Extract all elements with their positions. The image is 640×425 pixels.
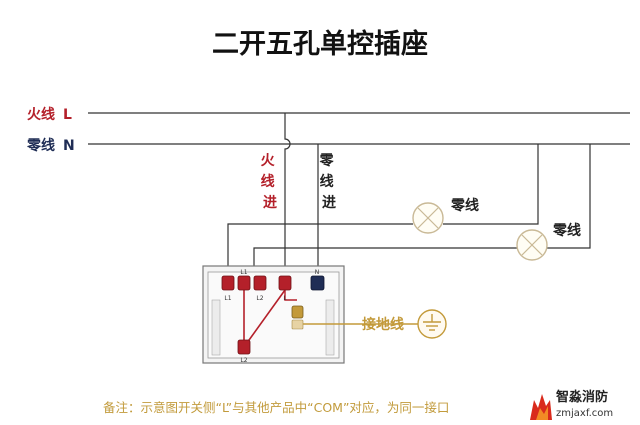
watermark: 智淼消防 zmjaxf.com bbox=[522, 385, 638, 423]
terminal-n: N bbox=[310, 269, 325, 291]
lamp1-icon bbox=[412, 202, 444, 234]
terminal-l1: L1 bbox=[221, 275, 235, 302]
live-in-label: 火 线 进 bbox=[261, 153, 280, 211]
watermark-name: 智淼消防 bbox=[556, 389, 608, 405]
bridge-wire-l-l2 bbox=[243, 289, 286, 348]
lamp2-neutral-label: 零线 bbox=[552, 222, 581, 239]
svg-text:L: L bbox=[283, 295, 287, 302]
svg-text:L1: L1 bbox=[224, 295, 231, 302]
watermark-url: zmjaxf.com bbox=[556, 408, 613, 419]
lamp1-neutral-label: 零线 bbox=[450, 197, 479, 214]
bridge-wire-socket-live bbox=[284, 290, 297, 301]
ground-icon bbox=[417, 309, 447, 339]
terminal-l1b: L1 bbox=[237, 269, 251, 291]
lamp1-neutral-wire bbox=[443, 144, 539, 225]
diagram-note: 备注：示意图开关侧“L”与其他产品中“COM”对应，为同一接口 bbox=[103, 400, 449, 415]
ground-label: 接地线 bbox=[362, 316, 404, 333]
lamp2-feed-wire bbox=[253, 247, 517, 268]
lamp1-feed-wire bbox=[227, 223, 413, 268]
neutral-in-label: 零 线 进 bbox=[319, 152, 339, 211]
live-in-wire bbox=[284, 113, 291, 268]
terminal-l2: L2 bbox=[237, 339, 251, 364]
svg-text:L1: L1 bbox=[240, 269, 247, 276]
diagram-title: 二开五孔单控插座 bbox=[212, 28, 428, 60]
lamp2-icon bbox=[516, 229, 548, 261]
svg-text:L2: L2 bbox=[256, 295, 263, 302]
lamp2-neutral-wire bbox=[547, 144, 591, 249]
terminal-l2b: L2 bbox=[253, 275, 267, 302]
svg-text:N: N bbox=[315, 269, 320, 276]
svg-text:L2: L2 bbox=[240, 357, 247, 364]
terminal-l: L bbox=[278, 275, 292, 302]
terminal-ground bbox=[291, 305, 304, 330]
flame-logo-icon bbox=[530, 394, 552, 420]
